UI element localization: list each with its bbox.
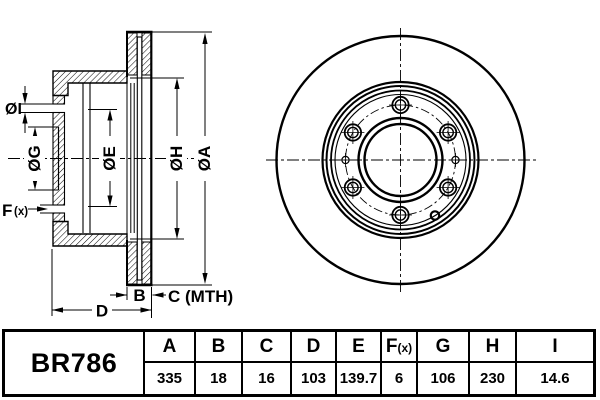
stud-hole (341, 176, 365, 199)
dim-label-g: ØG (25, 145, 44, 171)
hub-circle (321, 80, 480, 240)
value-a: 335 (143, 363, 194, 394)
col-header-f-main: F (385, 335, 398, 357)
hat-wall-section (52, 94, 66, 105)
centre-bore-circle (363, 122, 438, 198)
dim-label-i: ØI (5, 101, 22, 118)
rotor-technical-drawing: ØA ØH ØE ØG ØI F (x) B C (MTH) D (2, 28, 537, 321)
stud-hole (341, 121, 365, 144)
locating-pin-hole (429, 210, 441, 221)
col-header-d: D (290, 332, 335, 363)
centre-bore-circle (357, 116, 444, 204)
value-g: 106 (416, 363, 468, 394)
col-header-a: A (143, 332, 194, 363)
hub-circle (330, 89, 471, 231)
hub-circle (325, 85, 476, 235)
spec-table: BR786 A B C D E F(x) G H I 335 18 16 103… (2, 329, 596, 397)
dim-label-c: C (MTH) (168, 287, 233, 306)
col-header-f: F(x) (380, 332, 416, 363)
col-header-h: H (468, 332, 515, 363)
small-side-hole (448, 153, 463, 167)
dimensions (22, 31, 215, 318)
col-header-g: G (416, 332, 468, 363)
disc-cheek-section (141, 32, 152, 76)
dim-label-f-sub: (x) (14, 206, 28, 218)
value-h: 230 (468, 363, 515, 394)
dim-label-e: ØE (100, 146, 119, 171)
stud-hole (436, 121, 460, 144)
col-header-b: B (194, 332, 241, 363)
dim-label-a: ØA (195, 146, 214, 172)
stud-hole (389, 93, 412, 117)
col-header-e: E (335, 332, 380, 363)
stud-holes (341, 93, 460, 227)
value-i: 14.6 (515, 363, 593, 394)
part-number: BR786 (30, 347, 118, 378)
value-f: 6 (380, 363, 416, 394)
hat-wall-section (52, 212, 66, 223)
value-e: 139.7 (335, 363, 380, 394)
dim-label-d: D (96, 302, 108, 321)
value-b: 18 (194, 363, 241, 394)
dim-label-b: B (133, 286, 145, 305)
dim-label-h: ØH (167, 146, 186, 172)
stud-hole (389, 203, 412, 227)
col-header-f-sub: (x) (397, 340, 413, 355)
disc-cheek-section (141, 241, 152, 285)
section-view (8, 30, 216, 287)
value-c: 16 (241, 363, 290, 394)
disc-cheek-section (127, 241, 138, 285)
disc-cheek-section (127, 32, 138, 76)
value-d: 103 (290, 363, 335, 394)
dim-label-f: F (2, 201, 12, 220)
small-side-hole (338, 153, 353, 167)
disc-outer-circle (275, 34, 526, 286)
stud-hole (436, 176, 460, 199)
front-view (266, 28, 537, 294)
col-header-c: C (241, 332, 290, 363)
col-header-i: I (515, 332, 593, 363)
